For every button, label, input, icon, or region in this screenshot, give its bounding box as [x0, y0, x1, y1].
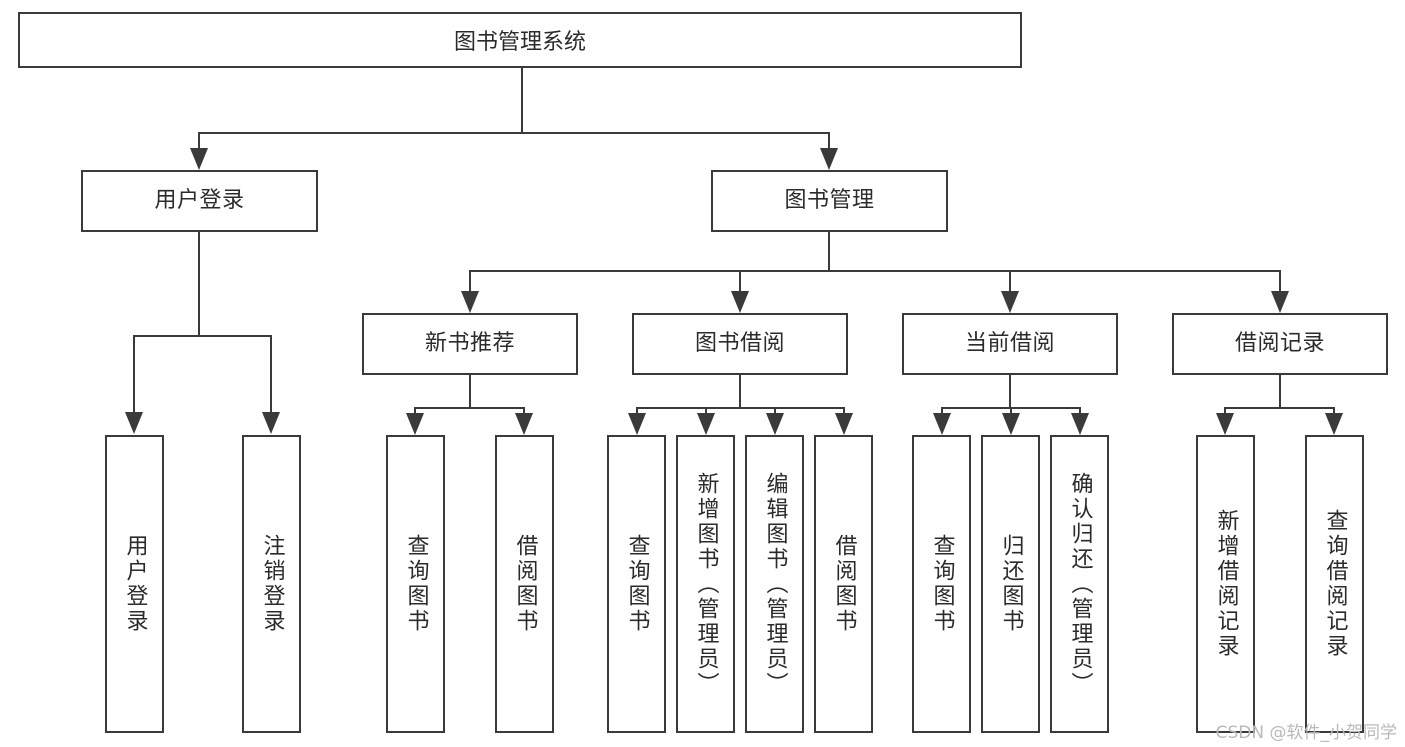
connector-level3-drop-2 — [739, 270, 741, 292]
connector-new-book-drop-2 — [523, 407, 525, 414]
connector-root-stem — [521, 68, 523, 133]
node-label: 新增图书（管理员） — [693, 471, 719, 697]
leaf-borrow-book-new[interactable]: 借阅图书 — [495, 435, 554, 733]
leaf-borrow-book-borrow[interactable]: 借阅图书 — [814, 435, 873, 733]
leaf-logout[interactable]: 注销登录 — [242, 435, 301, 733]
connector-book-borrow-drop-1 — [636, 407, 638, 414]
connector-level3-drop-1 — [469, 270, 471, 292]
arrow-to-leaf-user-login — [125, 412, 143, 434]
node-label: 查询借阅记录 — [1322, 509, 1348, 659]
arrow-to-leaf-confirm-return — [1071, 413, 1089, 435]
node-label: 图书借阅 — [694, 330, 785, 356]
node-current-borrow[interactable]: 当前借阅 — [902, 313, 1118, 375]
connector-new-book-stem — [469, 375, 471, 408]
node-label: 编辑图书（管理员） — [762, 471, 788, 697]
connector-user-login-bus — [133, 335, 272, 337]
node-label: 归还图书 — [998, 534, 1024, 634]
connector-root-drop-left — [198, 132, 200, 150]
connector-book-borrow-drop-4 — [843, 407, 845, 414]
connector-book-borrow-drop-3 — [774, 407, 776, 414]
connector-current-borrow-drop-3 — [1079, 407, 1081, 414]
node-label: 新书推荐 — [424, 330, 515, 356]
arrow-to-new-book-rec — [461, 291, 479, 313]
leaf-query-book-current[interactable]: 查询图书 — [912, 435, 971, 733]
arrow-to-current-borrow — [1001, 291, 1019, 313]
arrow-to-leaf-borrow-book-2 — [835, 413, 853, 435]
node-root-system[interactable]: 图书管理系统 — [18, 12, 1022, 68]
node-label: 借阅图书 — [831, 534, 857, 634]
connector-user-login-stem — [198, 232, 200, 336]
node-new-book-recommend[interactable]: 新书推荐 — [362, 313, 578, 375]
connector-current-borrow-drop-1 — [941, 407, 943, 414]
arrow-to-leaf-query-book-2 — [628, 413, 646, 435]
csdn-watermark: CSDN @软件_小贺同学 — [1215, 723, 1397, 743]
leaf-confirm-return-admin[interactable]: 确认归还（管理员） — [1050, 435, 1109, 733]
connector-root-bus — [198, 132, 830, 134]
connector-root-drop-right — [828, 132, 830, 150]
leaf-query-book-borrow[interactable]: 查询图书 — [607, 435, 666, 733]
connector-borrow-record-bus — [1224, 407, 1335, 409]
arrow-to-leaf-add-book — [697, 413, 715, 435]
node-label: 用户登录 — [154, 187, 245, 213]
node-book-manage[interactable]: 图书管理 — [711, 170, 948, 232]
arrow-to-leaf-edit-book — [766, 413, 784, 435]
node-label: 图书管理 — [784, 187, 875, 213]
node-label: 图书管理系统 — [453, 30, 586, 55]
node-user-login[interactable]: 用户登录 — [81, 170, 318, 232]
connector-borrow-record-drop-1 — [1224, 407, 1226, 414]
node-label: 确认归还（管理员） — [1067, 471, 1093, 697]
arrow-to-leaf-query-book-3 — [933, 413, 951, 435]
node-label: 查询图书 — [403, 534, 429, 634]
node-label: 借阅图书 — [512, 534, 538, 634]
arrow-to-leaf-return-book — [1002, 413, 1020, 435]
connector-new-book-bus — [414, 407, 525, 409]
arrow-to-borrow-record — [1271, 291, 1289, 313]
node-label: 注销登录 — [259, 534, 285, 634]
arrow-to-leaf-query-record — [1325, 413, 1343, 435]
connector-user-login-drop-1 — [133, 335, 135, 413]
connector-user-login-drop-2 — [270, 335, 272, 413]
connector-level3-drop-4 — [1279, 270, 1281, 292]
node-label: 借阅记录 — [1234, 330, 1325, 356]
connector-book-borrow-stem — [739, 375, 741, 408]
connector-current-borrow-drop-2 — [1010, 407, 1012, 414]
leaf-query-borrow-record[interactable]: 查询借阅记录 — [1305, 435, 1364, 733]
node-label: 用户登录 — [122, 534, 148, 634]
node-borrow-record[interactable]: 借阅记录 — [1172, 313, 1388, 375]
connector-current-borrow-stem — [1009, 375, 1011, 408]
leaf-return-book[interactable]: 归还图书 — [981, 435, 1040, 733]
connector-book-borrow-drop-2 — [705, 407, 707, 414]
node-label: 新增借阅记录 — [1213, 509, 1239, 659]
leaf-add-book-admin[interactable]: 新增图书（管理员） — [676, 435, 735, 733]
node-label: 查询图书 — [929, 534, 955, 634]
connector-borrow-record-stem — [1279, 375, 1281, 408]
leaf-add-borrow-record[interactable]: 新增借阅记录 — [1196, 435, 1255, 733]
leaf-user-login[interactable]: 用户登录 — [105, 435, 164, 733]
connector-borrow-record-drop-2 — [1333, 407, 1335, 414]
node-label: 当前借阅 — [964, 330, 1055, 356]
node-label: 查询图书 — [624, 534, 650, 634]
arrow-to-leaf-borrow-book-1 — [515, 413, 533, 435]
arrow-root-to-book-manage — [820, 148, 838, 170]
connector-book-borrow-bus — [636, 407, 844, 409]
connector-new-book-drop-1 — [414, 407, 416, 414]
leaf-edit-book-admin[interactable]: 编辑图书（管理员） — [745, 435, 804, 733]
arrow-to-leaf-logout — [262, 412, 280, 434]
arrow-root-to-user-login — [190, 148, 208, 170]
connector-book-manage-stem — [828, 232, 830, 271]
connector-level3-bus — [469, 270, 1281, 272]
arrow-to-leaf-query-book-1 — [406, 413, 424, 435]
connector-level3-drop-3 — [1009, 270, 1011, 292]
leaf-query-book-new[interactable]: 查询图书 — [386, 435, 445, 733]
arrow-to-leaf-add-record — [1216, 413, 1234, 435]
arrow-to-book-borrow — [731, 291, 749, 313]
node-book-borrow[interactable]: 图书借阅 — [632, 313, 848, 375]
